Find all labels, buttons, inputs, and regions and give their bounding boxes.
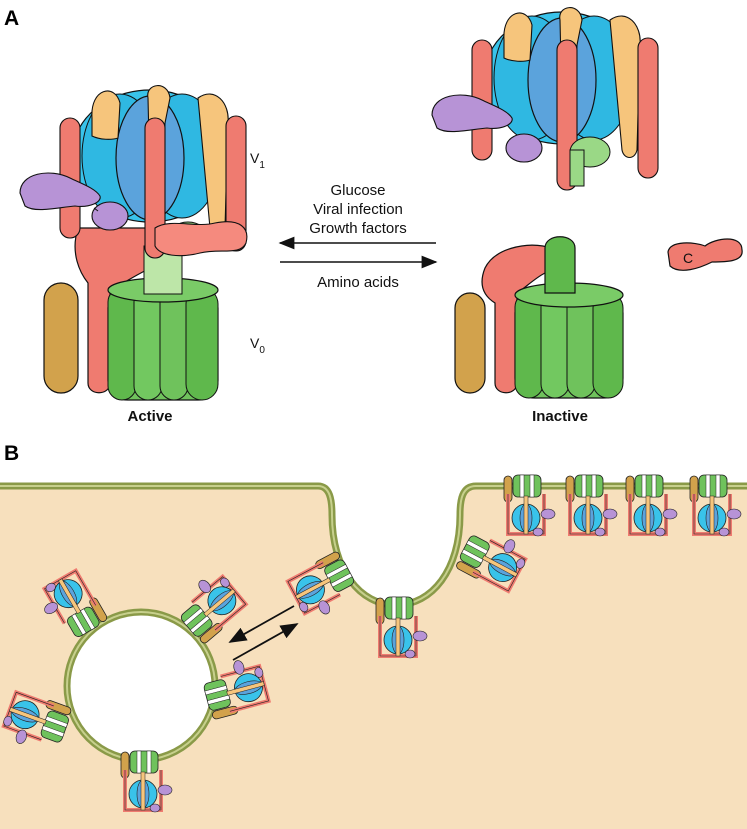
- endocytosis-arrow: [228, 605, 295, 643]
- free-c-subunit: C: [667, 238, 743, 271]
- inactive-v1-sector: [431, 6, 659, 191]
- active-v-atpase: [19, 84, 248, 401]
- panel-a-label: A: [4, 7, 19, 30]
- trigger-glucose: Glucose: [330, 182, 385, 199]
- trigger-growth-factors: Growth factors: [309, 220, 407, 237]
- active-label: Active: [127, 408, 172, 425]
- v1-label: V1: [250, 150, 265, 171]
- inactive-label: Inactive: [532, 408, 588, 425]
- panel-b-label: B: [4, 442, 19, 465]
- exocytosis-arrow: [232, 623, 299, 661]
- trigger-viral-infection: Viral infection: [313, 201, 403, 218]
- inactive-v0-sector: [454, 236, 624, 399]
- c-subunit-label: C: [683, 250, 693, 266]
- v0-label: V0: [250, 335, 265, 356]
- trigger-amino-acids: Amino acids: [317, 274, 399, 291]
